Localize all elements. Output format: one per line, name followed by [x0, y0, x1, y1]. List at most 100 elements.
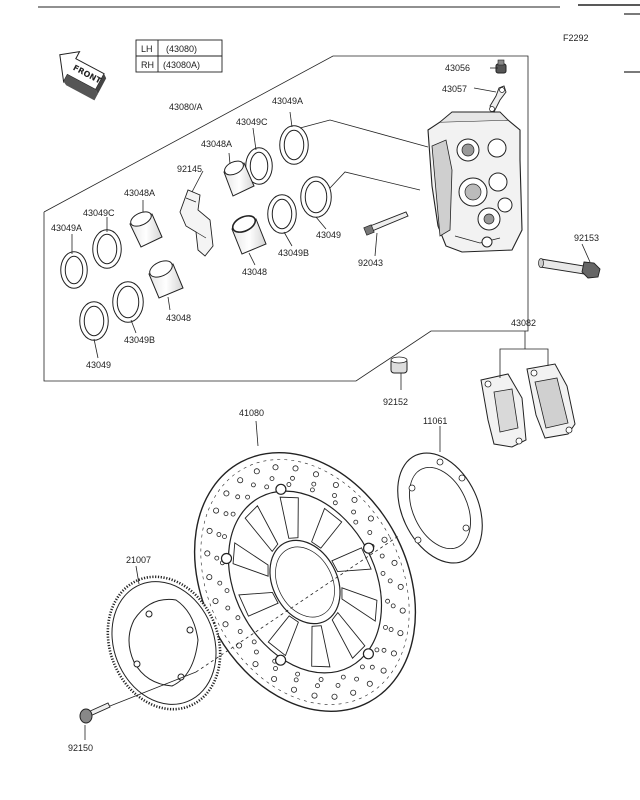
disc-floating-button	[275, 483, 287, 495]
callout-92153[interactable]: 92153	[574, 233, 599, 243]
callout-43049a-top[interactable]: 43049A	[272, 96, 303, 106]
disc-hole	[379, 553, 385, 559]
callout-11061[interactable]: 11061	[423, 416, 447, 426]
brake-pads-part	[480, 363, 576, 448]
pads-bracket-line	[499, 348, 549, 378]
callout-21007[interactable]: 21007	[126, 555, 151, 565]
disc-hole	[213, 507, 220, 514]
callout-92152[interactable]: 92152	[383, 397, 408, 407]
callout-labels: 43056 43057 43080/A 43049A 43049C 43048A…	[51, 63, 599, 753]
disc-hole	[318, 677, 324, 682]
disc-hole	[385, 598, 391, 604]
disc-hole	[237, 629, 243, 634]
abs-rotor-part	[106, 575, 222, 711]
disc-hole	[351, 509, 357, 515]
disc-hole	[380, 667, 387, 674]
callout-92150[interactable]: 92150	[68, 743, 93, 753]
disc-holes	[204, 464, 406, 700]
disc-hole	[206, 527, 213, 534]
disc-hole	[286, 482, 292, 487]
disc-hole	[235, 494, 241, 500]
disc-hole	[315, 683, 320, 689]
callout-43049-left[interactable]: 43049	[86, 360, 111, 370]
callout-43080-a[interactable]: 43080/A	[169, 102, 203, 112]
callout-43049-right[interactable]: 43049	[316, 230, 341, 240]
disc-hole	[222, 621, 229, 628]
disc-hole	[224, 588, 230, 593]
disc-hole	[309, 487, 315, 493]
disc-hole	[391, 559, 398, 566]
disc-hole	[350, 689, 357, 696]
disc-hole	[383, 625, 388, 630]
disc-hole	[290, 686, 297, 693]
disc-hole	[292, 465, 299, 472]
disc-hole	[295, 671, 301, 677]
callout-43049c-top[interactable]: 43049C	[236, 117, 268, 127]
disc-hole	[264, 484, 270, 490]
disc-hole	[253, 468, 260, 475]
disc-hole	[230, 511, 236, 517]
disc-floating-button	[362, 648, 374, 660]
collar-part	[390, 356, 408, 374]
disc-spoke	[341, 587, 378, 622]
callout-43082[interactable]: 43082	[511, 318, 536, 328]
disc-hole	[253, 649, 259, 655]
callout-43048-right[interactable]: 43048	[242, 267, 267, 277]
disc-spoke	[267, 615, 299, 657]
disc-hole	[367, 530, 373, 535]
disc-hole	[340, 674, 346, 680]
disc-spoke	[331, 547, 372, 573]
disc-spoke	[311, 625, 331, 668]
disc-hole	[293, 677, 299, 683]
disc-hole	[223, 490, 230, 497]
leader-lines-kit	[71, 67, 591, 390]
brake-caliper	[427, 111, 523, 253]
callout-43057[interactable]: 43057	[442, 84, 467, 94]
part-lh: (43080)	[166, 44, 197, 54]
disc-hole	[390, 603, 396, 609]
disc-hole	[351, 496, 358, 503]
side-lh: LH	[141, 44, 153, 54]
disc-hole	[374, 647, 380, 653]
disc-hole	[271, 676, 278, 683]
disc-hole	[250, 482, 256, 488]
callout-41080[interactable]: 41080	[239, 408, 264, 418]
callout-43049b-right[interactable]: 43049B	[278, 248, 309, 258]
part-rh: (43080A)	[163, 60, 200, 70]
disc-hole	[388, 627, 394, 632]
disc-spoke	[232, 542, 269, 577]
callout-43048-left[interactable]: 43048	[166, 313, 191, 323]
callout-43048a-top[interactable]: 43048A	[201, 139, 232, 149]
callout-43048a-left[interactable]: 43048A	[124, 188, 155, 198]
disc-hole	[212, 598, 219, 605]
disc-hole	[369, 664, 375, 670]
disc-hole	[216, 532, 222, 537]
disc-floating-button	[220, 552, 233, 565]
disc-hole	[312, 471, 319, 478]
front-arrow-icon: FRONT	[59, 50, 107, 101]
callout-92043[interactable]: 92043	[358, 258, 383, 268]
side-rh: RH	[141, 60, 154, 70]
gasket-plate-part	[397, 452, 483, 564]
brake-disc-part	[193, 452, 417, 712]
callout-43049c-left[interactable]: 43049C	[83, 208, 115, 218]
disc-hole	[399, 607, 406, 614]
caliper-kit-box	[43, 55, 529, 382]
callout-92145[interactable]: 92145	[177, 164, 202, 174]
disc-hole	[367, 515, 374, 522]
leader-lines-disc	[84, 420, 441, 740]
disc-hole	[272, 464, 279, 471]
disc-hole	[390, 650, 397, 657]
callout-43056[interactable]: 43056	[445, 63, 470, 73]
pistons	[129, 160, 267, 299]
disc-hole	[290, 475, 295, 481]
disc-hole	[206, 574, 213, 581]
disc-hole	[235, 615, 241, 621]
callout-43049a-left[interactable]: 43049A	[51, 223, 82, 233]
disc-hole	[273, 666, 278, 671]
disc-hole	[252, 661, 259, 668]
callout-43049b-left[interactable]: 43049B	[124, 335, 155, 345]
disc-spoke	[279, 496, 299, 539]
disc-hole	[214, 555, 220, 561]
